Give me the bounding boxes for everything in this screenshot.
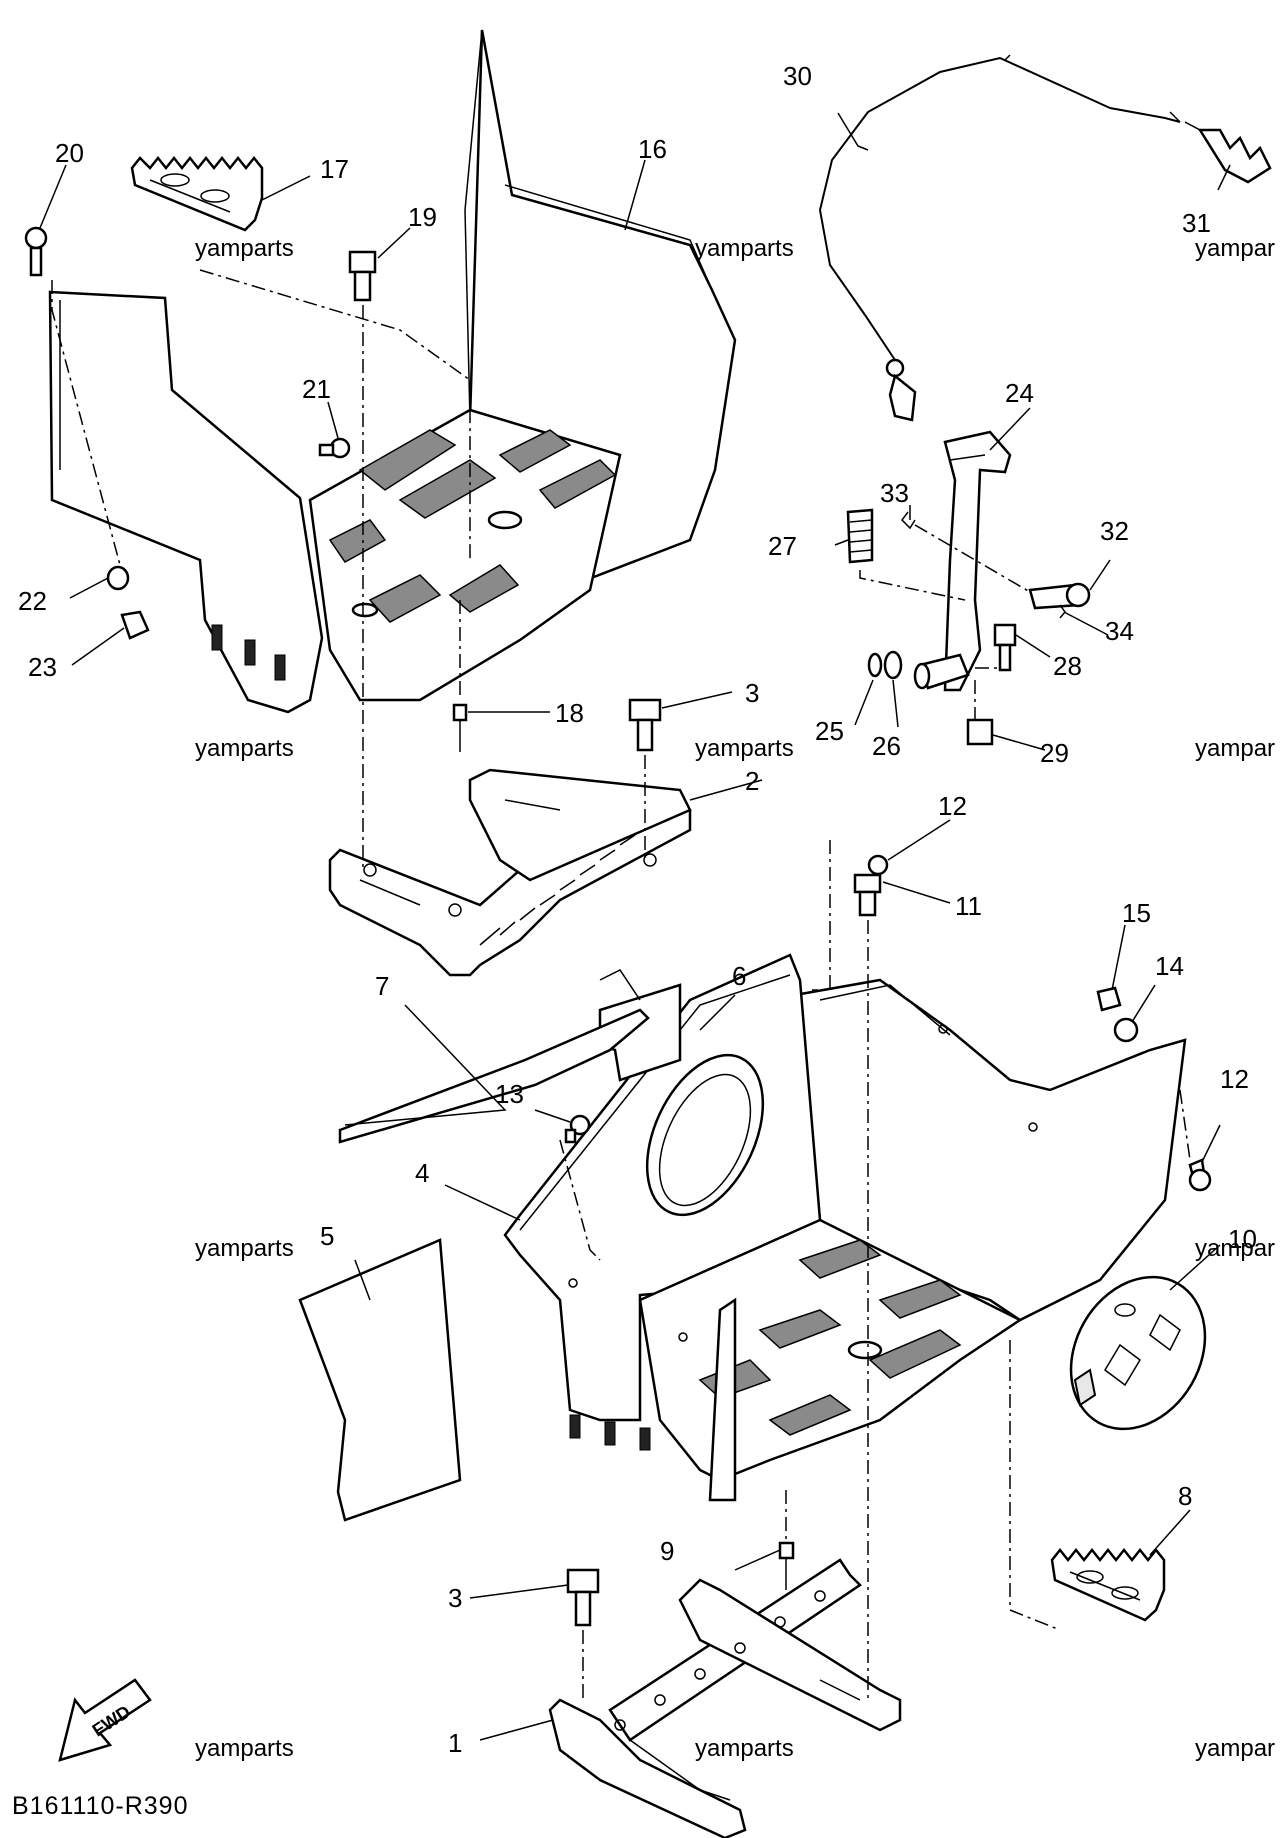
watermark: yamparts: [195, 735, 294, 762]
watermark: yamparts: [695, 1735, 794, 1762]
callout-6: 6: [732, 961, 746, 991]
decal-7: [338, 969, 650, 1144]
lower-footrest-assembly: [503, 953, 1187, 1502]
fwd-arrow-icon: FWD: [58, 1678, 152, 1762]
watermark: yamparts: [695, 235, 794, 262]
step-board-8: [1050, 1547, 1166, 1622]
callout-4: 4: [415, 1158, 429, 1188]
callout-28: 28: [1053, 651, 1082, 681]
callout-19: 19: [408, 202, 437, 232]
fasteners: [24, 226, 1212, 1627]
watermark: yamparts: [195, 1735, 294, 1762]
callout-12: 12: [938, 791, 967, 821]
return-spring: [1197, 128, 1272, 184]
callout-24: 24: [1005, 378, 1034, 408]
callout-30: 30: [783, 61, 812, 91]
callout-18: 18: [555, 698, 584, 728]
callout-7: 7: [375, 971, 389, 1001]
watermark: yamparts: [195, 235, 294, 262]
callout-20: 20: [55, 138, 84, 168]
callout-5: 5: [320, 1221, 334, 1251]
callout-31: 31: [1182, 208, 1211, 238]
callout-9: 9: [660, 1536, 674, 1566]
callout-10: 10: [1228, 1224, 1257, 1254]
brake-cable: [818, 56, 1111, 361]
callout-34: 34: [1105, 616, 1134, 646]
watermark: yampar: [1195, 735, 1275, 762]
callout-32: 32: [1100, 516, 1129, 546]
brake-pedal: [943, 430, 1012, 692]
callout-8: 8: [1178, 1481, 1192, 1511]
callout-33: 33: [880, 478, 909, 508]
assembly-lines: [51, 269, 1191, 1700]
decal-5: [298, 1238, 462, 1522]
callout-3: 3: [745, 678, 759, 708]
watermark: yamparts: [195, 1235, 294, 1262]
callout-16: 16: [638, 134, 667, 164]
watermark: yampar: [1195, 1735, 1275, 1762]
washer-25: [867, 652, 883, 678]
callout-23: 23: [28, 652, 57, 682]
callout-26: 26: [872, 731, 901, 761]
callout-3: 3: [448, 1583, 462, 1613]
callout-15: 15: [1122, 898, 1151, 928]
brake-pedal-group: [818, 54, 1272, 746]
washer-26: [883, 650, 903, 680]
upper-footrest-assembly: [48, 29, 737, 714]
callout-25: 25: [815, 716, 844, 746]
cover-10: [1069, 1275, 1207, 1431]
callout-2: 2: [745, 766, 759, 796]
watermark: yamparts: [695, 735, 794, 762]
callout-29: 29: [1040, 738, 1069, 768]
footrest-side-guard: [48, 290, 324, 714]
watermark: yampar: [1195, 235, 1275, 262]
callout-27: 27: [768, 531, 797, 561]
callout-1: 1: [448, 1728, 462, 1758]
callout-13: 13: [495, 1079, 524, 1109]
bracket-2: [328, 768, 692, 977]
footrest-round-opening: [645, 1053, 765, 1217]
diagram-code: B161110-R390: [12, 1792, 188, 1820]
callout-11: 11: [955, 891, 982, 921]
bracket-1: [548, 1558, 902, 1838]
callout-21: 21: [302, 374, 331, 404]
footrest-grip-mesh: [698, 1239, 962, 1436]
callout-12: 12: [1220, 1064, 1249, 1094]
leader-lines: [39, 112, 1231, 1741]
part-callouts: 1 2 3 3 4 5 6 7 8 9 10 11 12 12 13 14 15…: [18, 61, 1257, 1758]
callout-22: 22: [18, 586, 47, 616]
watermark: yampar: [1195, 1235, 1275, 1262]
callout-14: 14: [1155, 951, 1184, 981]
footrest-grip-mesh: [328, 429, 617, 623]
step-board-17: [130, 155, 264, 232]
callout-17: 17: [320, 154, 349, 184]
